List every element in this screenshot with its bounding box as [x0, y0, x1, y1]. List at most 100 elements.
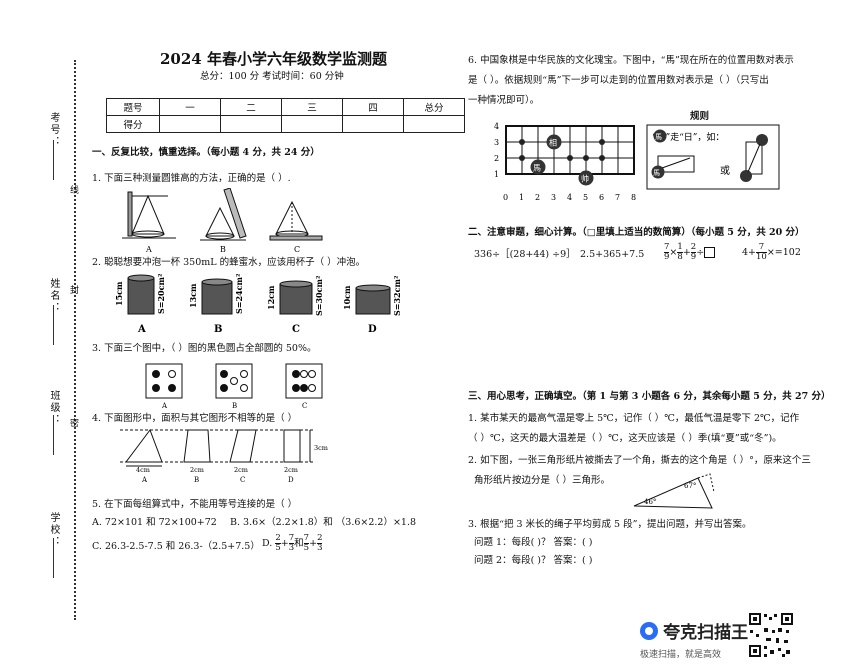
rule-title: 规则 [690, 111, 710, 122]
q5-option-a: A. 72×101 和 72×100+72 [92, 517, 217, 528]
score-cell: 题号 [106, 98, 160, 116]
exam-number-line [53, 140, 54, 180]
board-x-7: 7 [615, 193, 620, 202]
q2-text: 2. 聪聪想要冲泡一杯 350mL 的蜂蜜水，应该用杯子（ ）冲泡。 [92, 257, 366, 268]
score-cell: 总分 [403, 98, 465, 116]
seal-char-mi: 密 [68, 418, 78, 429]
seal-char-feng: 封 [68, 285, 78, 296]
score-table: 题号 一 二 三 四 总分 得分 [106, 98, 465, 133]
q4-dim-d: 2cm [284, 466, 298, 474]
page-subtitle: 总分：100 分 考试时间：60 分钟 [200, 71, 344, 82]
piece-xiang: 相 [549, 138, 557, 148]
s3-q2-line2: 角形纸片按边分是（ ）三角形。 [474, 475, 611, 486]
cup-d-label: D [368, 324, 377, 334]
cup-c [279, 283, 313, 315]
cup-b-label: B [214, 324, 222, 334]
exam-number-label: 考号： [48, 112, 59, 148]
answer-box[interactable] [704, 247, 716, 258]
qr-code-icon [748, 612, 794, 658]
binding-dotted-line [74, 60, 76, 620]
cup-a-area: S=20cm² [156, 273, 166, 314]
q1-text: 1. 下面三种测量圆锥高的方法，正确的是（ ）. [92, 173, 291, 184]
s3-q3-answer2: 问题 2：每段( )？ 答案：( ) [474, 555, 593, 566]
scanner-logo-icon [640, 621, 658, 640]
angle-46: 46° [644, 498, 656, 506]
cup-a [127, 277, 155, 315]
rule-piece-1: 馬 [655, 133, 662, 141]
q3-label-b: B [232, 402, 237, 410]
score-cell: 得分 [106, 115, 160, 133]
q4-label-a: A [141, 476, 148, 484]
board-x-6: 6 [599, 193, 604, 202]
q1-cone-figures: A B C [122, 188, 323, 254]
board-x-1: 1 [519, 193, 524, 202]
cup-d-area: S=32cm² [392, 275, 402, 316]
q4-label-b: B [194, 476, 199, 484]
scanner-slogan: 极速扫描，就是高效 [640, 650, 722, 660]
school-label: 学校： [48, 512, 59, 548]
q4-text: 4. 下面图形中，面积与其它图形不相等的是（ ） [92, 413, 298, 424]
score-blank [220, 115, 282, 133]
cup-b-area: S=24cm² [234, 273, 244, 314]
q2-cups: 15cm S=20cm² 13cm S=24cm² 12cm S=30cm² 1… [114, 273, 402, 334]
score-cell: 二 [220, 98, 282, 116]
rule-or: 或 [720, 165, 730, 177]
q6-line1: 6. 中国象棋是中华民族的文化瑰宝。下图中，“馬”现在所在的位置用数对表示 [468, 55, 794, 66]
q4-dim-height: 3cm [314, 444, 328, 452]
s3-q1-line2: （ ）℃，这天的最大温差是（ ）℃，这天应该是（ ）季(填“夏”或“冬”)。 [468, 433, 782, 444]
page-title: 2024 年春小学六年级数学监测题 [160, 50, 387, 68]
piece-shuai: 帅 [581, 174, 589, 184]
board-x-2: 2 [535, 193, 540, 202]
q4-label-d: D [288, 476, 294, 484]
score-blank [281, 115, 343, 133]
score-blank [403, 115, 465, 133]
piece-ma: 馬 [533, 164, 541, 173]
cup-b-height: 13cm [188, 283, 198, 308]
q6-line3: 一种情况即可）。 [468, 95, 540, 106]
seal-char-line: 线 [68, 185, 78, 196]
q5-d-label: D. [262, 538, 273, 549]
q4-shapes: 4cm 2cm 2cm 2cm 3cm A B C D [120, 428, 328, 484]
section1-heading: 一、反复比较，慎重选择。（每小题 4 分，共 24 分） [92, 147, 320, 158]
board-y-4: 4 [494, 122, 499, 131]
q5-option-c: C. 26.3-2.5-7.5 和 26.3-（2.5+7.5） [92, 541, 260, 552]
q5-text: 5. 在下面每组算式中，不能用等号连接的是（ ） [92, 499, 298, 510]
s3-q2-line1: 2. 如下图，一张三角形纸片被撕去了一个角，撕去的这个角是（ ）°，原来这个三 [468, 455, 811, 466]
cup-d [355, 287, 391, 315]
q4-label-c: C [240, 476, 245, 484]
section2-heading: 二、注意审题，细心计算。（□里填上适当的数简算）（每小题 5 分，共 20 分） [468, 227, 805, 238]
q6-line2: 是（ ）。依据规则“馬”下一步可以走到的位置用数对表示是（ ）（只写出 [468, 75, 769, 86]
calc-1: 336÷［(28+44) ÷9］ [474, 249, 576, 260]
score-cell: 一 [159, 98, 221, 116]
cup-c-area: S=30cm² [314, 275, 324, 316]
q4-dim-a: 4cm [136, 466, 150, 474]
score-blank [159, 115, 221, 133]
rule-piece-2: 馬 [653, 169, 660, 177]
cup-a-label: A [137, 324, 146, 334]
chess-board: 相 馬 帅 4 3 2 1 0 1 2 3 4 5 6 7 8 [494, 122, 636, 202]
q1-label-b: B [220, 245, 226, 254]
section3-heading: 三、用心思考，正确填空。（第 1 与第 3 小题各 6 分，其余每小题 5 分，… [468, 391, 831, 402]
q3-label-c: C [302, 402, 307, 410]
q5-option-b: B. 3.6×（2.2×1.8）和 （3.6×2.2）×1.8 [230, 517, 417, 528]
board-x-4: 4 [567, 193, 572, 202]
board-y-3: 3 [494, 138, 499, 147]
board-x-0: 0 [503, 193, 508, 202]
cup-d-height: 10cm [342, 285, 352, 310]
score-cell: 三 [281, 98, 343, 116]
class-label: 班级： [48, 390, 59, 426]
s3-q1-line1: 1. 某市某天的最高气温是零上 5℃，记作（ ）℃，最低气温是零下 2℃，记作 [468, 413, 800, 424]
angle-67: 67° [684, 482, 696, 490]
rule-diagram: “馬”走“日”，如： 馬 馬 或 [646, 124, 780, 190]
score-blank [342, 115, 404, 133]
q1-label-c: C [294, 245, 300, 254]
q3-circle-boxes: A B C [145, 363, 323, 410]
rule-text: “馬”走“日”，如： [652, 131, 724, 143]
torn-triangle: 67° 46° [633, 473, 715, 509]
